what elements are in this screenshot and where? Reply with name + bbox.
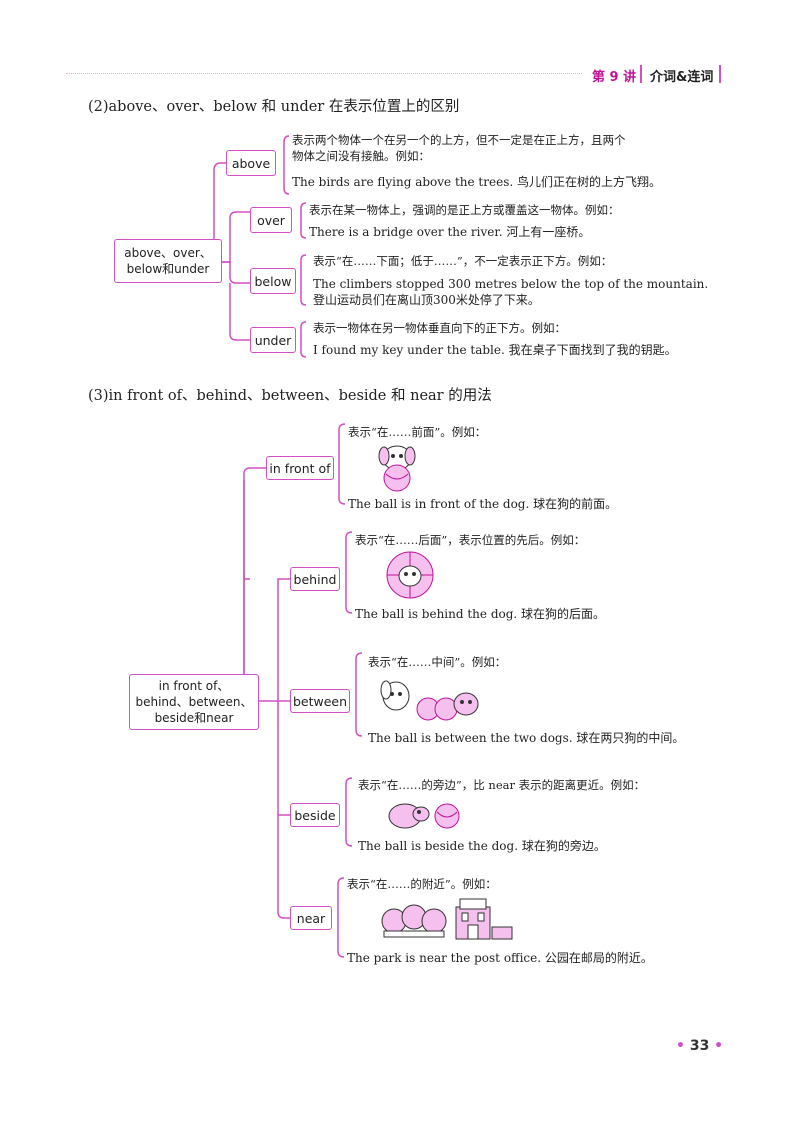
section-title-in-front-of-behind-between-beside-near: (3)in front of、behind、between、beside 和 n… (88, 388, 492, 404)
park-post-office-illustration (381, 898, 513, 940)
note-behind: 表示“在……后面”，表示位置的先后。例如： (355, 533, 586, 547)
node-beside: beside (290, 803, 340, 827)
note-below: 表示“在……下面；低于……”，不一定表示正下方。例如： (313, 254, 613, 268)
note-line: 物体之间没有接触。例如： (292, 149, 430, 163)
root-line: above、over、 (124, 246, 212, 260)
header-dotted-rule (66, 73, 582, 74)
header-divider (719, 65, 721, 83)
dog-ball-behind-illustration (386, 551, 434, 599)
example-beside: The ball is beside the dog. 球在狗的旁边。 (358, 839, 606, 853)
mind-map-root-above-over-below-under: above、over、 below和under (114, 239, 222, 283)
section-title-above-over-below-under: (2)above、over、below 和 under 在表示位置上的区别 (88, 99, 460, 115)
node-between: between (290, 689, 350, 713)
note-near: 表示“在……的附近”。例如： (347, 877, 497, 891)
node-over: over (250, 207, 292, 233)
root-line: below和under (126, 262, 210, 276)
note-between: 表示“在……中间”。例如： (368, 655, 507, 669)
dog-ball-front-illustration (378, 445, 416, 492)
node-under: under (250, 327, 296, 353)
page-number-dot: • (676, 1038, 690, 1054)
mind-map-root-position-prepositions: in front of、 behind、between、 beside和near (129, 674, 259, 730)
node-near: near (290, 906, 332, 930)
page-number-dot: • (709, 1038, 724, 1054)
note-above: 表示两个物体一个在另一个的上方，但不一定是在正上方，且两个 物体之间没有接触。例… (292, 132, 626, 164)
example-between: The ball is between the two dogs. 球在两只狗的… (368, 731, 685, 745)
example-behind: The ball is behind the dog. 球在狗的后面。 (355, 607, 606, 621)
root-line: in front of、 (158, 679, 230, 693)
example-below: The climbers stopped 300 metres below th… (313, 276, 708, 308)
lesson-topic: 介词&连词 (650, 70, 714, 85)
example-line: 登山运动员们在离山顶300米处停了下来。 (313, 293, 540, 307)
note-over: 表示在某一物体上，强调的是正上方或覆盖这一物体。例如： (309, 203, 620, 217)
node-behind: behind (290, 567, 340, 591)
node-above: above (226, 150, 276, 176)
page-number: • 33 • (676, 1038, 723, 1054)
root-line: behind、between、 (135, 695, 253, 709)
page-number-value: 33 (689, 1038, 710, 1054)
lesson-number: 第 9 讲 (592, 70, 637, 85)
note-under: 表示一物体在另一物体垂直向下的正下方。例如： (313, 321, 566, 335)
note-beside: 表示“在……的旁边”，比 near 表示的距离更近。例如： (358, 778, 646, 792)
dog-ball-beside-illustration (388, 803, 460, 829)
header-divider (640, 65, 642, 83)
example-line: The climbers stopped 300 metres below th… (313, 277, 709, 291)
ball-between-dogs-illustration (380, 680, 479, 721)
note-line: 表示两个物体一个在另一个的上方，但不一定是在正上方，且两个 (292, 133, 626, 147)
example-in-front-of: The ball is in front of the dog. 球在狗的前面。 (348, 497, 618, 511)
root-line: beside和near (154, 711, 234, 725)
node-below: below (250, 268, 296, 294)
example-near: The park is near the post office. 公园在邮局的… (347, 951, 653, 965)
node-in-front-of: in front of (266, 456, 334, 480)
example-above: The birds are flying above the trees. 鸟儿… (292, 175, 661, 189)
note-in-front-of: 表示“在……前面”。例如： (348, 425, 487, 439)
example-under: I found my key under the table. 我在桌子下面找到… (313, 343, 677, 357)
example-over: There is a bridge over the river. 河上有一座桥… (309, 225, 591, 239)
